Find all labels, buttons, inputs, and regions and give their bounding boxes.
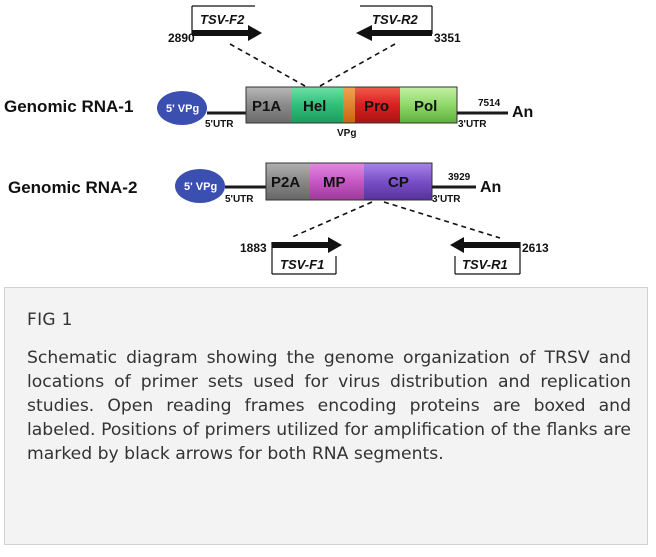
primer-tsv-r1-pos: 2613: [522, 241, 549, 255]
rna1-orf-pol: [400, 87, 457, 123]
rna2-vpg-label: 5' VPg: [184, 181, 217, 193]
rna2-vpg: 5' VPg: [175, 169, 225, 203]
rna1-vpg-oval: [157, 91, 207, 125]
primer-tsv-f1-pos: 1883: [240, 241, 267, 255]
rna2-orf-outline: [265, 162, 433, 201]
rna2-polyprotein: P2A MP CP: [265, 162, 433, 201]
primer-tsv-r2-arrow-icon: [356, 25, 432, 41]
primer-tsv-f2-pos: 2890: [168, 31, 195, 45]
primer-tsv-f2: 2890 TSV-F2: [168, 5, 262, 45]
rna1-orf-pro-label: Pro: [364, 98, 389, 115]
primer-f2-guide: [229, 43, 306, 87]
primer-tsv-f1: 1883 TSV-F1: [240, 237, 342, 275]
primer-f1-guide: [289, 201, 373, 239]
primer-tsv-f2-arrow-icon: [192, 25, 262, 41]
rna2-label: Genomic RNA-2: [8, 178, 137, 197]
rna1-polyprotein: P1A Hel Pro Pol: [245, 86, 458, 124]
rna2-utr5-label: 5'UTR: [225, 194, 254, 205]
rna2-orf-cp: [364, 163, 432, 200]
rna1-vpg-bottom-label: VPg: [337, 128, 356, 139]
rna1-utr5-label: 5'UTR: [205, 119, 234, 130]
rna2-end-pos: 3929: [448, 172, 471, 183]
rna2-utr3-label: 3'UTR: [432, 194, 461, 205]
rna1-orf-outline: [245, 86, 458, 124]
rna2-vpg-oval: [175, 169, 225, 203]
primer-tsv-f1-arrow-icon: [272, 237, 342, 253]
figure-caption-box: FIG 1 Schematic diagram showing the geno…: [4, 287, 648, 545]
primer-tsv-f2-name: TSV-F2: [200, 12, 245, 27]
rna2-orf-mp: [310, 163, 364, 200]
rna1-orf-pro: [355, 87, 400, 123]
rna2-orf-mp-label: MP: [323, 174, 346, 191]
primer-tsv-r2-name: TSV-R2: [372, 12, 419, 27]
rna1-orf-p1a: [246, 87, 291, 123]
primer-tsv-r1: 2613 TSV-R1: [450, 237, 549, 275]
figure-panel: 2890 TSV-F2 TSV-R2 3351 Genomic RNA-1 5'…: [4, 5, 550, 275]
figure-caption-text: Schematic diagram showing the genome org…: [27, 348, 631, 464]
rna1-vpg-label: 5' VPg: [166, 103, 199, 115]
rna1-orf-hel: [291, 87, 343, 123]
rna1-end-pos: 7514: [478, 98, 501, 109]
primer-tsv-r1-arrow-icon: [450, 237, 520, 253]
rna1-label: Genomic RNA-1: [4, 97, 133, 116]
rna1-orf-p1a-label: P1A: [252, 98, 281, 115]
rna1-orf-vpg: [343, 87, 355, 123]
primer-r2-guide: [319, 43, 396, 87]
rna2-orf-p2a: [266, 163, 310, 200]
primer-tsv-r2-pos: 3351: [434, 31, 461, 45]
primer-tsv-r1-name: TSV-R1: [462, 257, 508, 272]
primer-tsv-f1-name: TSV-F1: [280, 257, 324, 272]
genome-schematic: 2890 TSV-F2 TSV-R2 3351 Genomic RNA-1 5'…: [4, 5, 549, 275]
rna1-orf-pol-label: Pol: [414, 98, 437, 115]
primer-tsv-r2: TSV-R2 3351: [356, 5, 461, 45]
rna2-orf-p2a-label: P2A: [271, 174, 300, 191]
rna2-polya: An: [480, 179, 501, 196]
figure-title: FIG 1: [27, 310, 73, 330]
rna1-utr3-label: 3'UTR: [458, 119, 487, 130]
rna1-vpg: 5' VPg: [157, 91, 207, 125]
rna2-orf-cp-label: CP: [388, 174, 409, 191]
rna1-polya: An: [512, 104, 533, 121]
primer-r1-guide: [383, 201, 501, 239]
rna1-orf-hel-label: Hel: [303, 98, 326, 115]
